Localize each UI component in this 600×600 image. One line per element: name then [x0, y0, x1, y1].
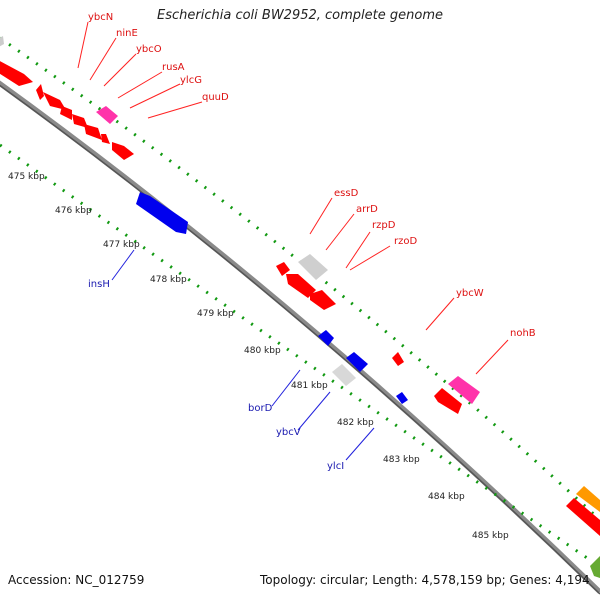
gene-label-insH[interactable]: insH	[88, 279, 110, 290]
reverse-gene[interactable]	[136, 192, 188, 234]
reverse-gene-labels: insH borD ybcV ylcI	[88, 279, 344, 472]
gene-label-ybcW[interactable]: ybcW	[456, 288, 484, 299]
forward-gene[interactable]	[276, 262, 290, 276]
forward-gene[interactable]	[43, 92, 66, 110]
forward-gene-labels: ybcN ninE ybcO rusA ylcG quuD essD arrD …	[88, 12, 536, 339]
kbp-label: 485 kbp	[472, 531, 509, 541]
gene-label-nohB[interactable]: nohB	[510, 328, 536, 339]
inner-tick-track	[0, 143, 591, 562]
forward-gene[interactable]	[310, 290, 336, 310]
forward-gene[interactable]	[434, 388, 462, 414]
kbp-label: 484 kbp	[428, 492, 465, 502]
gray-gene[interactable]	[332, 364, 356, 386]
gene-label-ylcI[interactable]: ylcI	[327, 461, 344, 472]
gene-label-arrD[interactable]: arrD	[356, 204, 378, 215]
gray-gene[interactable]	[298, 254, 328, 280]
genome-backbone	[0, 80, 600, 594]
gene-label-rusA[interactable]: rusA	[162, 62, 185, 73]
green-gene[interactable]	[590, 556, 600, 578]
reverse-gene[interactable]	[396, 392, 408, 404]
kbp-label: 480 kbp	[244, 346, 281, 356]
forward-gene[interactable]	[0, 36, 4, 48]
forward-gene[interactable]	[286, 274, 316, 298]
kbp-label: 475 kbp	[8, 172, 45, 182]
forward-gene[interactable]	[84, 124, 102, 140]
gene-label-ybcO[interactable]: ybcO	[136, 44, 162, 55]
kbp-label: 476 kbp	[55, 206, 92, 216]
kbp-scale: 475 kbp 476 kbp 477 kbp 478 kbp 479 kbp …	[8, 172, 509, 541]
forward-gene[interactable]	[101, 134, 110, 144]
forward-gene[interactable]	[112, 142, 134, 160]
gene-label-ninE[interactable]: ninE	[116, 28, 138, 39]
reverse-label-lines	[111, 249, 375, 461]
map-title-text: Escherichia coli BW2952, complete genome	[157, 8, 443, 23]
reverse-gene[interactable]	[346, 352, 368, 372]
pink-gene[interactable]	[448, 376, 480, 404]
gene-label-rzpD[interactable]: rzpD	[372, 220, 396, 231]
kbp-label: 478 kbp	[150, 275, 187, 285]
gene-label-rzoD[interactable]: rzoD	[394, 236, 417, 247]
map-title: Escherichia coli BW2952, complete genome	[0, 8, 600, 23]
gene-label-essD[interactable]: essD	[334, 188, 359, 199]
forward-gene[interactable]	[0, 60, 33, 86]
forward-gene[interactable]	[60, 106, 72, 120]
kbp-label: 477 kbp	[103, 240, 140, 250]
kbp-label: 479 kbp	[197, 309, 234, 319]
gene-label-borD[interactable]: borD	[248, 403, 273, 414]
gene-shapes	[0, 36, 600, 578]
genome-summary-text: Topology: circular; Length: 4,578,159 bp…	[260, 573, 590, 587]
forward-label-lines	[77, 21, 509, 375]
gene-label-quuD[interactable]: quuD	[202, 92, 229, 103]
kbp-label: 483 kbp	[383, 455, 420, 465]
forward-gene[interactable]	[392, 352, 404, 366]
forward-gene[interactable]	[72, 114, 88, 128]
kbp-label: 481 kbp	[291, 381, 328, 391]
gene-label-ybcV[interactable]: ybcV	[276, 427, 301, 438]
reverse-gene[interactable]	[318, 330, 334, 346]
accession-text: Accession: NC_012759	[8, 573, 145, 587]
kbp-label: 482 kbp	[337, 418, 374, 428]
pink-gene[interactable]	[96, 106, 118, 124]
forward-gene[interactable]	[36, 84, 44, 100]
gene-label-ybcN[interactable]: ybcN	[88, 12, 113, 23]
forward-gene[interactable]	[566, 498, 600, 536]
orange-gene[interactable]	[576, 486, 600, 512]
gene-label-ylcG[interactable]: ylcG	[180, 75, 202, 86]
genome-backbone-shadow	[0, 84, 600, 595]
